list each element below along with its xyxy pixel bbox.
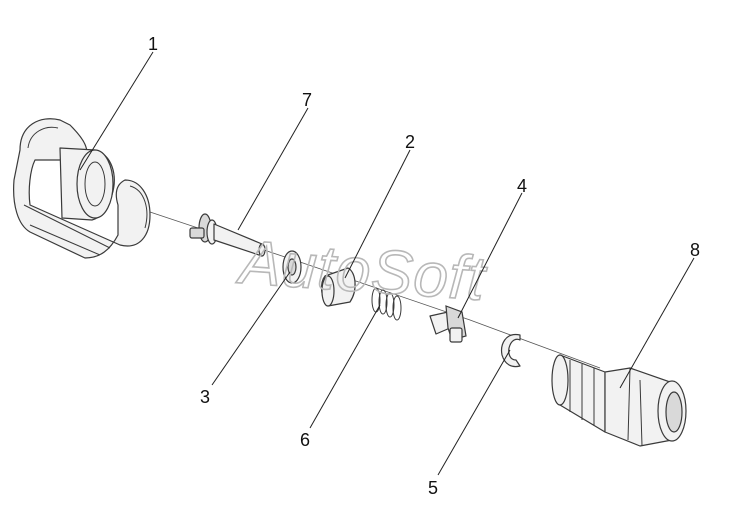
part-5-snap-ring [500,333,521,368]
leader-line-7 [237,107,309,231]
part-8-fitting [551,354,687,447]
leader-line-5 [437,349,511,476]
callout-4: 4 [517,176,527,196]
leader-line-6 [309,304,381,429]
leader-line-1 [79,51,154,171]
callout-3: 3 [200,387,210,407]
callout-6: 6 [300,430,310,450]
leader-line-4 [457,192,523,319]
part-1-bracket [13,118,151,259]
callout-7: 7 [302,90,312,110]
leader-line-2 [344,149,411,279]
callout-2: 2 [405,132,415,152]
callout-5: 5 [428,478,438,498]
part-6-spring [371,287,402,321]
watermark-text: AutoSoft [234,228,490,314]
leader-line-8 [619,257,695,389]
part-7-pin [189,213,266,257]
part-4-valve-body [429,305,467,343]
part-2-sleeve [321,267,356,307]
callout-8: 8 [690,240,700,260]
callout-1: 1 [148,34,158,54]
leader-line-3 [211,271,291,386]
